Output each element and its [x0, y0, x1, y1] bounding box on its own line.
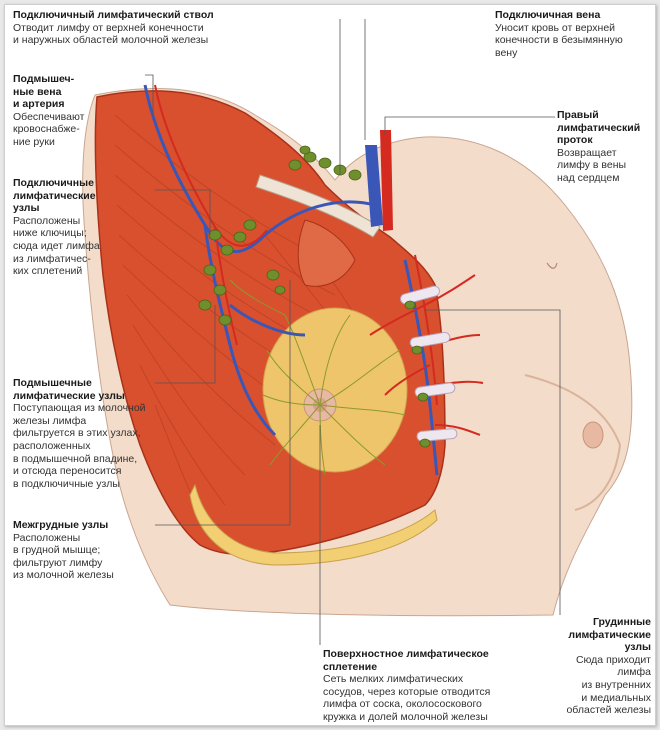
label-title: Подключичные лимфатические узлы	[13, 177, 96, 215]
subclavian-artery	[380, 130, 393, 231]
label-desc: Уносит кровь от верхней конечности в без…	[495, 21, 623, 59]
superficial-lymph-plexus	[229, 279, 406, 476]
lymph-nodes	[198, 145, 431, 448]
label-sternal-nodes: Грудинные лимфатические узлы Сюда приход…	[553, 616, 651, 717]
label-superficial-plexus: Поверхностное лимфатическое сплетение Се…	[323, 648, 518, 724]
leader-lines	[145, 19, 561, 645]
label-axillary-nodes: Подмышечные лимфатические узлы Поступающ…	[13, 377, 158, 490]
label-subclavian-nodes: Подключичные лимфатические узлы Располож…	[13, 177, 123, 278]
label-title: Поверхностное лимфатическое сплетение	[323, 648, 489, 673]
muscle-flap	[297, 219, 356, 287]
label-title: Правый лимфатический проток	[557, 109, 641, 147]
label-intercostal-nodes: Межгрудные узлы Расположены в грудной мы…	[13, 519, 143, 582]
label-title: Межгрудные узлы	[13, 519, 109, 531]
label-desc: Отводит лимфу от верхней конечности и на…	[13, 21, 209, 47]
label-desc: Поступающая из молочной железы лимфа фил…	[13, 402, 146, 490]
label-axillary-vessels: Подмышеч- ные вена и артерия Обеспечиваю…	[13, 73, 103, 149]
label-desc: Расположены в грудной мышце; фильтруют л…	[13, 531, 114, 582]
right-nipple	[582, 421, 604, 449]
label-title: Подмышеч- ные вена и артерия	[13, 73, 75, 111]
breast-contour	[524, 374, 622, 511]
label-subclavian-vein: Подключичная вена Уносит кровь от верхне…	[495, 9, 645, 59]
label-right-lymph-duct: Правый лимфатический проток Возвращает л…	[557, 109, 652, 185]
anatomy-illustration	[82, 19, 633, 645]
rib-cartilages	[400, 285, 458, 442]
subclavian-vein	[365, 145, 383, 227]
label-subclavian-trunk: Подключичный лимфатический ствол Отводит…	[13, 9, 273, 47]
label-title: Подключичный лимфатический ствол	[13, 9, 214, 21]
label-desc: Расположены ниже ключицы; сюда идет лимф…	[13, 214, 100, 278]
label-desc: Сеть мелких лимфатических сосудов, через…	[323, 673, 491, 723]
label-desc: Сюда приходит лимфа из внутренних и меди…	[566, 653, 651, 717]
label-title: Грудинные лимфатические узлы	[568, 616, 651, 654]
sternal-notch	[546, 262, 558, 269]
label-title: Подключичная вена	[495, 9, 601, 21]
figure-frame: Подключичный лимфатический ствол Отводит…	[4, 4, 656, 726]
label-desc: Обеспечивают кровоснабже- ние руки	[13, 110, 85, 148]
label-desc: Возвращает лимфу в вены над сердцем	[557, 146, 627, 184]
label-title: Подмышечные лимфатические узлы	[13, 377, 125, 402]
fat-band	[189, 483, 438, 566]
